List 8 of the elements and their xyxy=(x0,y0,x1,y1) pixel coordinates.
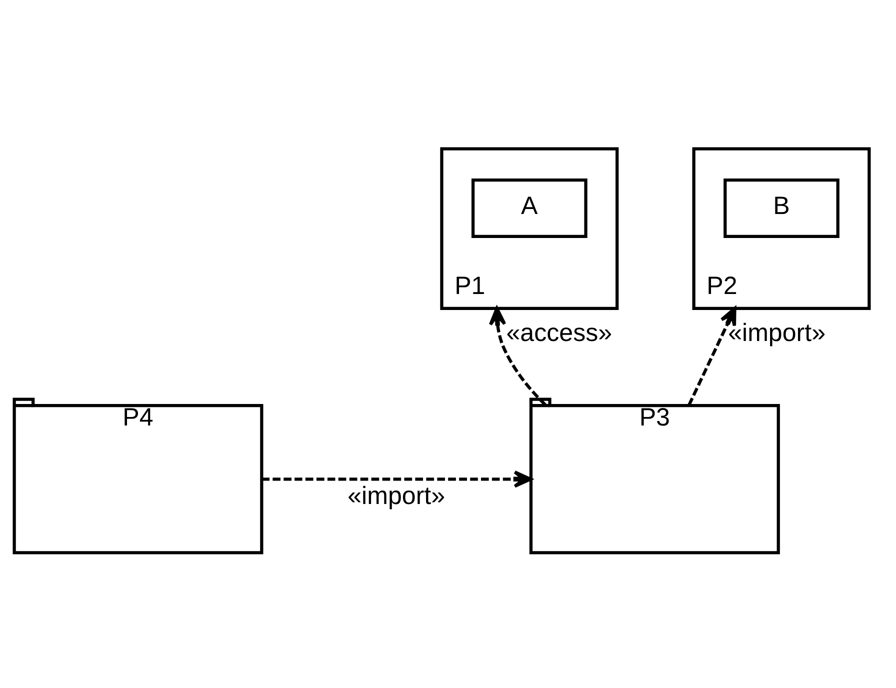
edge-label: «import» xyxy=(348,481,446,510)
edge-label: «import» xyxy=(728,318,826,347)
arrow xyxy=(688,306,736,406)
arrow xyxy=(262,470,532,488)
node-box: B xyxy=(724,178,840,238)
node-box: A xyxy=(471,178,588,238)
arrow xyxy=(488,306,547,406)
edge-label: «access» xyxy=(506,318,612,347)
